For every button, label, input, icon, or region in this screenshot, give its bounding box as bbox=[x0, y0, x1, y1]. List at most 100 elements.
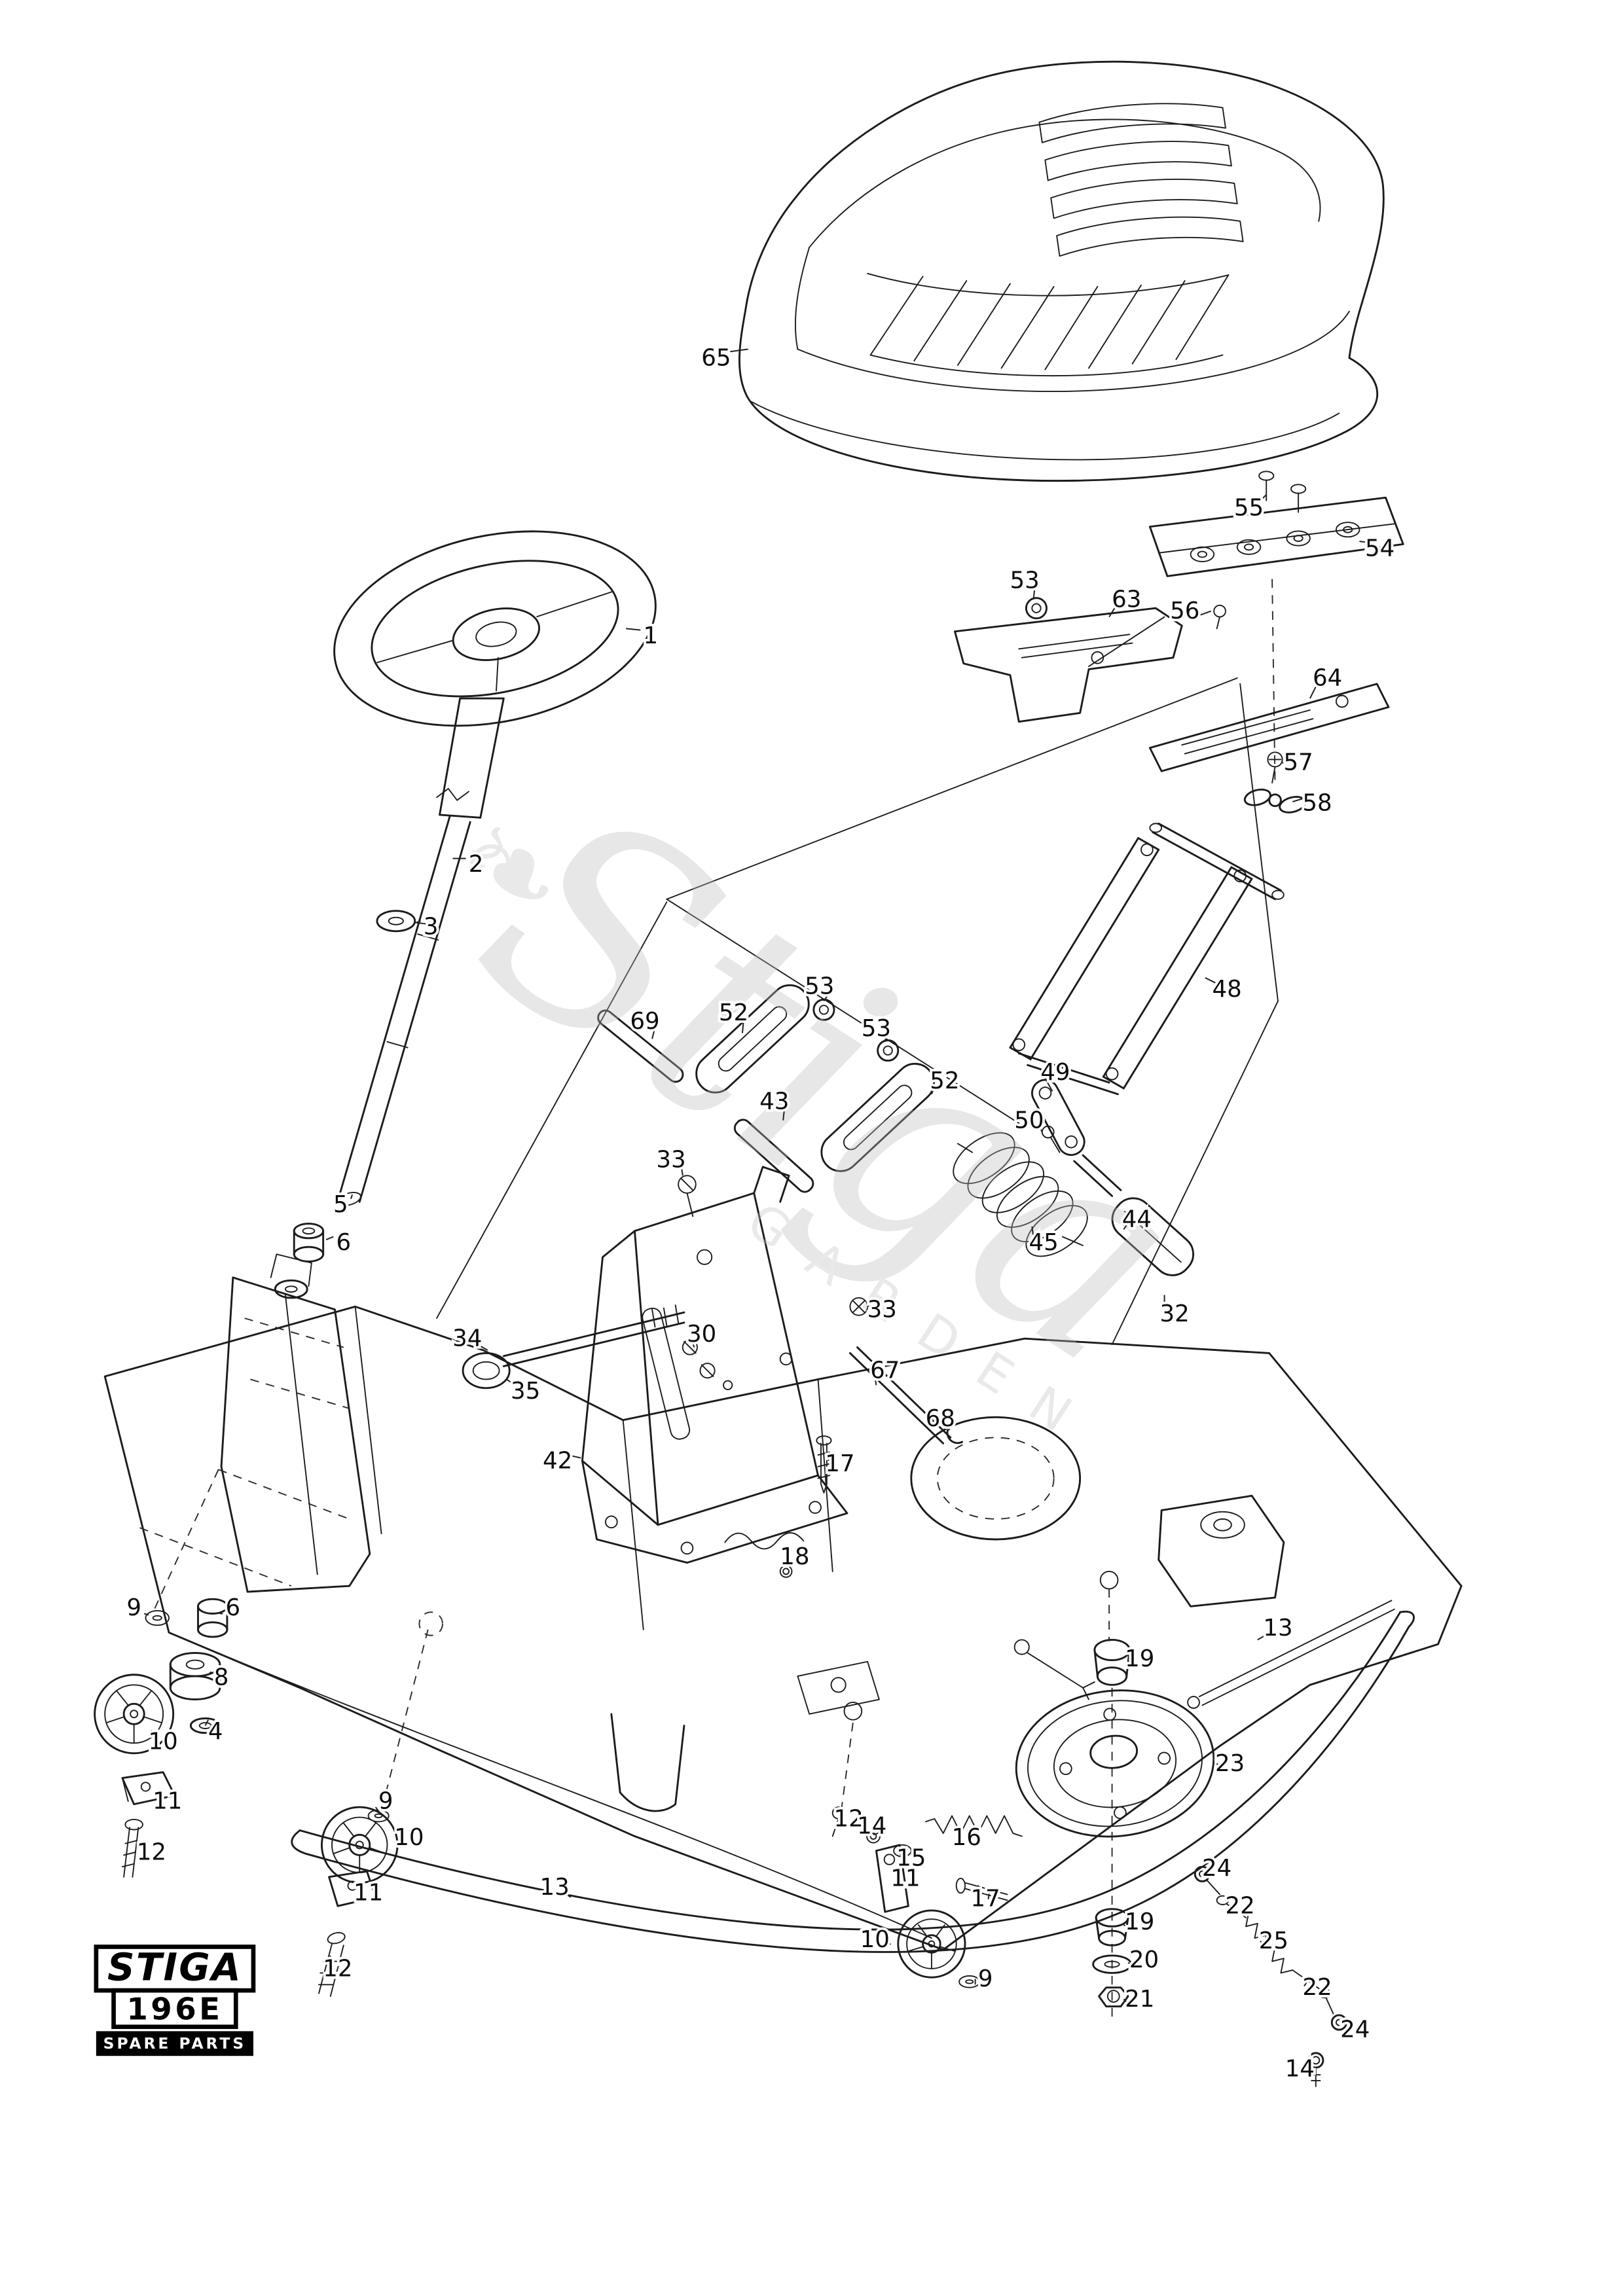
part-leader-line bbox=[1123, 1998, 1130, 2006]
part-label-43: 43 bbox=[759, 1088, 789, 1115]
part-leader-line bbox=[394, 1841, 399, 1844]
console-panel bbox=[220, 1253, 371, 1593]
part-label-19: 19 bbox=[1125, 1909, 1154, 1935]
part-label-18: 18 bbox=[780, 1543, 809, 1570]
part-leader-line bbox=[930, 1086, 936, 1095]
logo: STIGA 196E SPARE PARTS bbox=[94, 1945, 256, 2056]
logo-model: 196E bbox=[126, 1992, 223, 2028]
part-label-24: 24 bbox=[1202, 1855, 1231, 1882]
part-label-11: 11 bbox=[890, 1865, 920, 1892]
part-label-57: 57 bbox=[1283, 749, 1313, 776]
part-leader-line bbox=[782, 1107, 786, 1121]
part-label-67: 67 bbox=[870, 1357, 900, 1384]
part-leader-line bbox=[1129, 1661, 1132, 1665]
part-leader-line bbox=[155, 1793, 158, 1796]
part-leader-line bbox=[325, 1236, 334, 1240]
part-leader-line bbox=[1032, 586, 1036, 600]
part-label-33: 33 bbox=[867, 1296, 897, 1323]
part-leader-line bbox=[1031, 1226, 1034, 1237]
mounting-plates bbox=[954, 471, 1404, 814]
part-leader-line bbox=[651, 1027, 656, 1039]
part-leader-line bbox=[726, 348, 748, 353]
part-label-11: 11 bbox=[354, 1880, 383, 1907]
part-leader-line bbox=[1216, 1763, 1220, 1770]
part-leader-line bbox=[564, 1892, 572, 1898]
part-label-10: 10 bbox=[860, 1926, 890, 1953]
part-label-20: 20 bbox=[1129, 1946, 1159, 1973]
part-label-12: 12 bbox=[323, 1955, 352, 1982]
part-label-32: 32 bbox=[1160, 1300, 1190, 1327]
part-leader-line bbox=[416, 920, 421, 924]
part-label-6: 6 bbox=[336, 1229, 351, 1256]
part-label-44: 44 bbox=[1122, 1206, 1152, 1232]
part-label-45: 45 bbox=[1029, 1229, 1058, 1256]
part-label-42: 42 bbox=[543, 1447, 572, 1474]
part-label-23: 23 bbox=[1215, 1750, 1245, 1777]
part-label-63: 63 bbox=[1112, 586, 1141, 613]
part-label-10: 10 bbox=[149, 1729, 178, 1755]
part-leader-line bbox=[1127, 1962, 1135, 1967]
part-label-15: 15 bbox=[896, 1844, 926, 1871]
part-label-17: 17 bbox=[971, 1886, 1000, 1912]
part-leader-line bbox=[884, 1034, 887, 1042]
pulley-assembly bbox=[1015, 1638, 1215, 2008]
seat-illustration bbox=[739, 60, 1385, 482]
part-label-5: 5 bbox=[333, 1191, 348, 1218]
part-label-48: 48 bbox=[1213, 976, 1242, 1003]
part-label-10: 10 bbox=[394, 1824, 424, 1851]
part-label-3: 3 bbox=[424, 914, 439, 941]
part-label-35: 35 bbox=[511, 1378, 540, 1405]
part-label-30: 30 bbox=[687, 1321, 716, 1348]
part-leader-line bbox=[350, 1194, 354, 1200]
part-leader-line bbox=[1044, 1077, 1053, 1092]
part-label-9: 9 bbox=[978, 1965, 993, 1992]
part-label-17: 17 bbox=[825, 1450, 854, 1477]
logo-brand: STIGA bbox=[107, 1945, 242, 1990]
part-leader-line bbox=[874, 1376, 877, 1386]
part-label-33: 33 bbox=[656, 1146, 685, 1173]
part-label-2: 2 bbox=[469, 851, 484, 878]
part-label-4: 4 bbox=[208, 1718, 223, 1745]
part-label-69: 69 bbox=[630, 1008, 659, 1035]
part-leader-line bbox=[1205, 977, 1218, 984]
part-leader-line bbox=[972, 1828, 977, 1833]
part-leader-line bbox=[884, 1943, 891, 1946]
link-straps bbox=[597, 984, 935, 1193]
part-label-1: 1 bbox=[644, 622, 659, 649]
part-label-14: 14 bbox=[857, 1812, 886, 1839]
center-bracket bbox=[462, 1166, 964, 1578]
wheel-group-front bbox=[318, 1806, 399, 1997]
spring-45 bbox=[953, 1132, 1088, 1257]
part-label-68: 68 bbox=[926, 1405, 955, 1432]
part-leader-line bbox=[208, 1671, 212, 1676]
part-label-13: 13 bbox=[540, 1874, 570, 1901]
part-label-16: 16 bbox=[952, 1824, 981, 1851]
part-label-58: 58 bbox=[1302, 790, 1332, 817]
part-leader-line bbox=[1309, 683, 1318, 699]
part-leader-line bbox=[828, 1458, 831, 1462]
part-label-11: 11 bbox=[153, 1788, 182, 1815]
part-label-25: 25 bbox=[1259, 1928, 1288, 1954]
part-leader-line bbox=[625, 628, 641, 631]
part-leader-line bbox=[1341, 2023, 1345, 2026]
part-label-53: 53 bbox=[805, 973, 834, 1000]
part-label-9: 9 bbox=[126, 1594, 141, 1621]
part-label-12: 12 bbox=[137, 1839, 166, 1865]
part-label-22: 22 bbox=[1302, 1974, 1332, 2001]
part-leader-line bbox=[567, 1454, 581, 1459]
steering-column bbox=[274, 697, 505, 1299]
part-leader-line bbox=[1260, 1941, 1264, 1947]
part-label-12: 12 bbox=[834, 1805, 864, 1832]
part-label-52: 52 bbox=[930, 1067, 959, 1094]
logo-subtitle: SPARE PARTS bbox=[103, 2034, 247, 2053]
part-label-24: 24 bbox=[1340, 2017, 1370, 2043]
part-leader-line bbox=[143, 1613, 149, 1616]
part-label-8: 8 bbox=[214, 1664, 229, 1691]
part-leader-line bbox=[151, 1729, 154, 1736]
part-leader-line bbox=[477, 1344, 488, 1351]
mower-deck bbox=[103, 1305, 1463, 1951]
part-leader-line bbox=[327, 1955, 331, 1964]
part-label-53: 53 bbox=[862, 1015, 891, 1042]
part-leader-line bbox=[1194, 610, 1212, 618]
